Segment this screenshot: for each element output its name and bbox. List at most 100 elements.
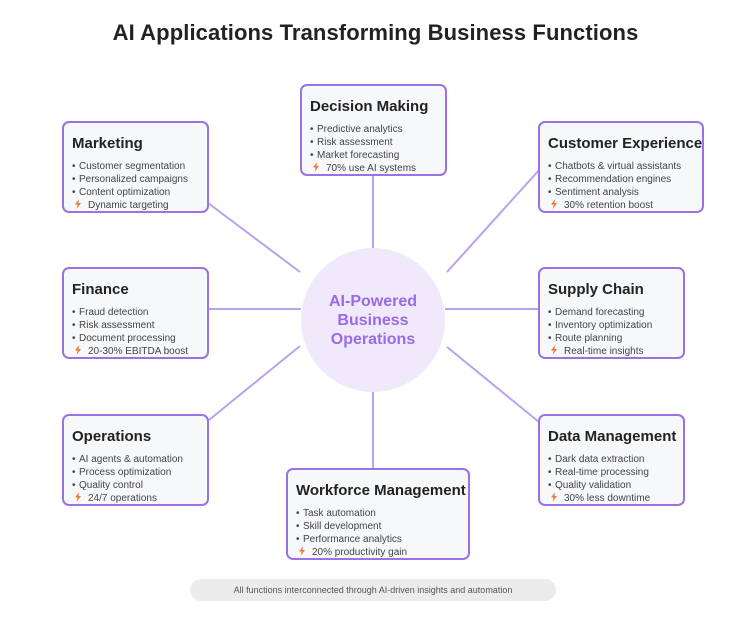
list-item: •Process optimization bbox=[72, 467, 172, 478]
card-title: Decision Making bbox=[310, 98, 429, 115]
page-title: AI Applications Transforming Business Fu… bbox=[112, 20, 639, 45]
card-workforce-management: Workforce Management •Task automation •S… bbox=[286, 468, 470, 560]
list-item: •Demand forecasting bbox=[548, 307, 645, 318]
stat-line: 30% retention boost bbox=[548, 199, 702, 212]
bullet: • bbox=[72, 333, 76, 344]
bullet: • bbox=[310, 150, 314, 161]
list-item: •Customer segmentation bbox=[72, 161, 186, 172]
bullet: • bbox=[72, 454, 76, 465]
list-item: •Document processing bbox=[72, 333, 176, 344]
card-list: •Predictive analytics •Risk assessment •… bbox=[310, 123, 445, 162]
stat-line: 20% productivity gain bbox=[296, 546, 468, 559]
bullet: • bbox=[72, 320, 76, 331]
list-item: •Quality control bbox=[72, 480, 143, 491]
bullet: • bbox=[548, 187, 552, 198]
bullet: • bbox=[310, 124, 314, 135]
lightning-bolt-icon bbox=[551, 345, 557, 355]
card-title: Operations bbox=[72, 428, 152, 445]
list-item: •Personalized campaigns bbox=[72, 174, 188, 185]
stat-line: Dynamic targeting bbox=[72, 199, 207, 212]
bullet: • bbox=[548, 320, 552, 331]
connector-operations bbox=[208, 345, 301, 421]
list-item: •Sentiment analysis bbox=[548, 187, 639, 198]
connector-marketing bbox=[207, 202, 301, 273]
stat-text: 20-30% EBITDA boost bbox=[88, 346, 189, 357]
stat-text: Dynamic targeting bbox=[88, 200, 169, 211]
card-title: Marketing bbox=[72, 135, 143, 152]
footer-note: All functions interconnected through AI-… bbox=[190, 579, 556, 601]
card-list: •Customer segmentation •Personalized cam… bbox=[72, 160, 207, 199]
card-title: Supply Chain bbox=[548, 281, 644, 298]
stat-line: 30% less downtime bbox=[548, 492, 683, 505]
card-list: •Chatbots & virtual assistants •Recommen… bbox=[548, 160, 702, 199]
bullet: • bbox=[548, 480, 552, 491]
list-item: •Task automation bbox=[296, 508, 376, 519]
card-list: •Task automation •Skill development •Per… bbox=[296, 507, 468, 546]
bullet: • bbox=[548, 454, 552, 465]
bullet: • bbox=[310, 137, 314, 148]
bullet: • bbox=[296, 508, 300, 519]
bullet: • bbox=[548, 467, 552, 478]
card-list: •Fraud detection •Risk assessment •Docum… bbox=[72, 306, 207, 345]
bullet: • bbox=[296, 521, 300, 532]
list-item: •Predictive analytics bbox=[310, 124, 403, 135]
lightning-bolt-icon bbox=[551, 199, 557, 209]
lightning-bolt-icon bbox=[551, 492, 557, 502]
card-operations: Operations •AI agents & automation •Proc… bbox=[62, 414, 209, 506]
list-item: •Performance analytics bbox=[296, 534, 402, 545]
card-marketing: Marketing •Customer segmentation •Person… bbox=[62, 121, 209, 213]
card-list: •Dark data extraction •Real-time process… bbox=[548, 453, 683, 492]
card-data-management: Data Management •Dark data extraction •R… bbox=[538, 414, 685, 506]
list-item: •Risk assessment bbox=[72, 320, 155, 331]
list-item: •Risk assessment bbox=[310, 137, 393, 148]
connector-customer-experience bbox=[446, 168, 541, 273]
hub-label: AI-Powered Business Operations bbox=[328, 292, 417, 348]
card-list: •AI agents & automation •Process optimiz… bbox=[72, 453, 207, 492]
stat-text: 30% retention boost bbox=[564, 200, 653, 211]
stat-text: 30% less downtime bbox=[564, 493, 651, 504]
card-title: Data Management bbox=[548, 428, 677, 445]
list-item: •Recommendation engines bbox=[548, 174, 672, 185]
bullet: • bbox=[72, 161, 76, 172]
connector-data-management bbox=[446, 346, 540, 423]
card-title: Workforce Management bbox=[296, 482, 466, 499]
list-item: •Chatbots & virtual assistants bbox=[548, 161, 682, 172]
lightning-bolt-icon bbox=[75, 345, 81, 355]
stat-line: 24/7 operations bbox=[72, 492, 207, 505]
card-finance: Finance •Fraud detection •Risk assessmen… bbox=[62, 267, 209, 359]
list-item: •Real-time processing bbox=[548, 467, 649, 478]
stat-line: Real-time insights bbox=[548, 345, 683, 358]
lightning-bolt-icon bbox=[313, 162, 319, 172]
list-item: •Quality validation bbox=[548, 480, 632, 491]
stat-line: 20-30% EBITDA boost bbox=[72, 345, 207, 358]
central-hub: AI-Powered Business Operations bbox=[301, 248, 445, 392]
lightning-bolt-icon bbox=[75, 492, 81, 502]
stat-text: 70% use AI systems bbox=[326, 163, 417, 174]
bullet: • bbox=[72, 307, 76, 318]
bullet: • bbox=[72, 174, 76, 185]
stat-text: Real-time insights bbox=[564, 346, 644, 357]
card-supply-chain: Supply Chain •Demand forecasting •Invent… bbox=[538, 267, 685, 359]
bullet: • bbox=[548, 333, 552, 344]
card-title: Finance bbox=[72, 281, 129, 298]
list-item: •Content optimization bbox=[72, 187, 171, 198]
card-decision-making: Decision Making •Predictive analytics •R… bbox=[300, 84, 447, 176]
card-list: •Demand forecasting •Inventory optimizat… bbox=[548, 306, 683, 345]
stat-text: 20% productivity gain bbox=[312, 547, 408, 558]
stat-line: 70% use AI systems bbox=[310, 162, 445, 175]
list-item: •Route planning bbox=[548, 333, 623, 344]
card-title: Customer Experience bbox=[548, 135, 703, 152]
list-item: •Fraud detection bbox=[72, 307, 149, 318]
bullet: • bbox=[548, 307, 552, 318]
stat-text: 24/7 operations bbox=[88, 493, 157, 504]
list-item: •Dark data extraction bbox=[548, 454, 645, 465]
bullet: • bbox=[72, 480, 76, 491]
list-item: •Market forecasting bbox=[310, 150, 400, 161]
bullet: • bbox=[72, 467, 76, 478]
list-item: •Skill development bbox=[296, 521, 382, 532]
list-item: •Inventory optimization bbox=[548, 320, 653, 331]
bullet: • bbox=[72, 187, 76, 198]
list-item: •AI agents & automation bbox=[72, 454, 183, 465]
lightning-bolt-icon bbox=[75, 199, 81, 209]
